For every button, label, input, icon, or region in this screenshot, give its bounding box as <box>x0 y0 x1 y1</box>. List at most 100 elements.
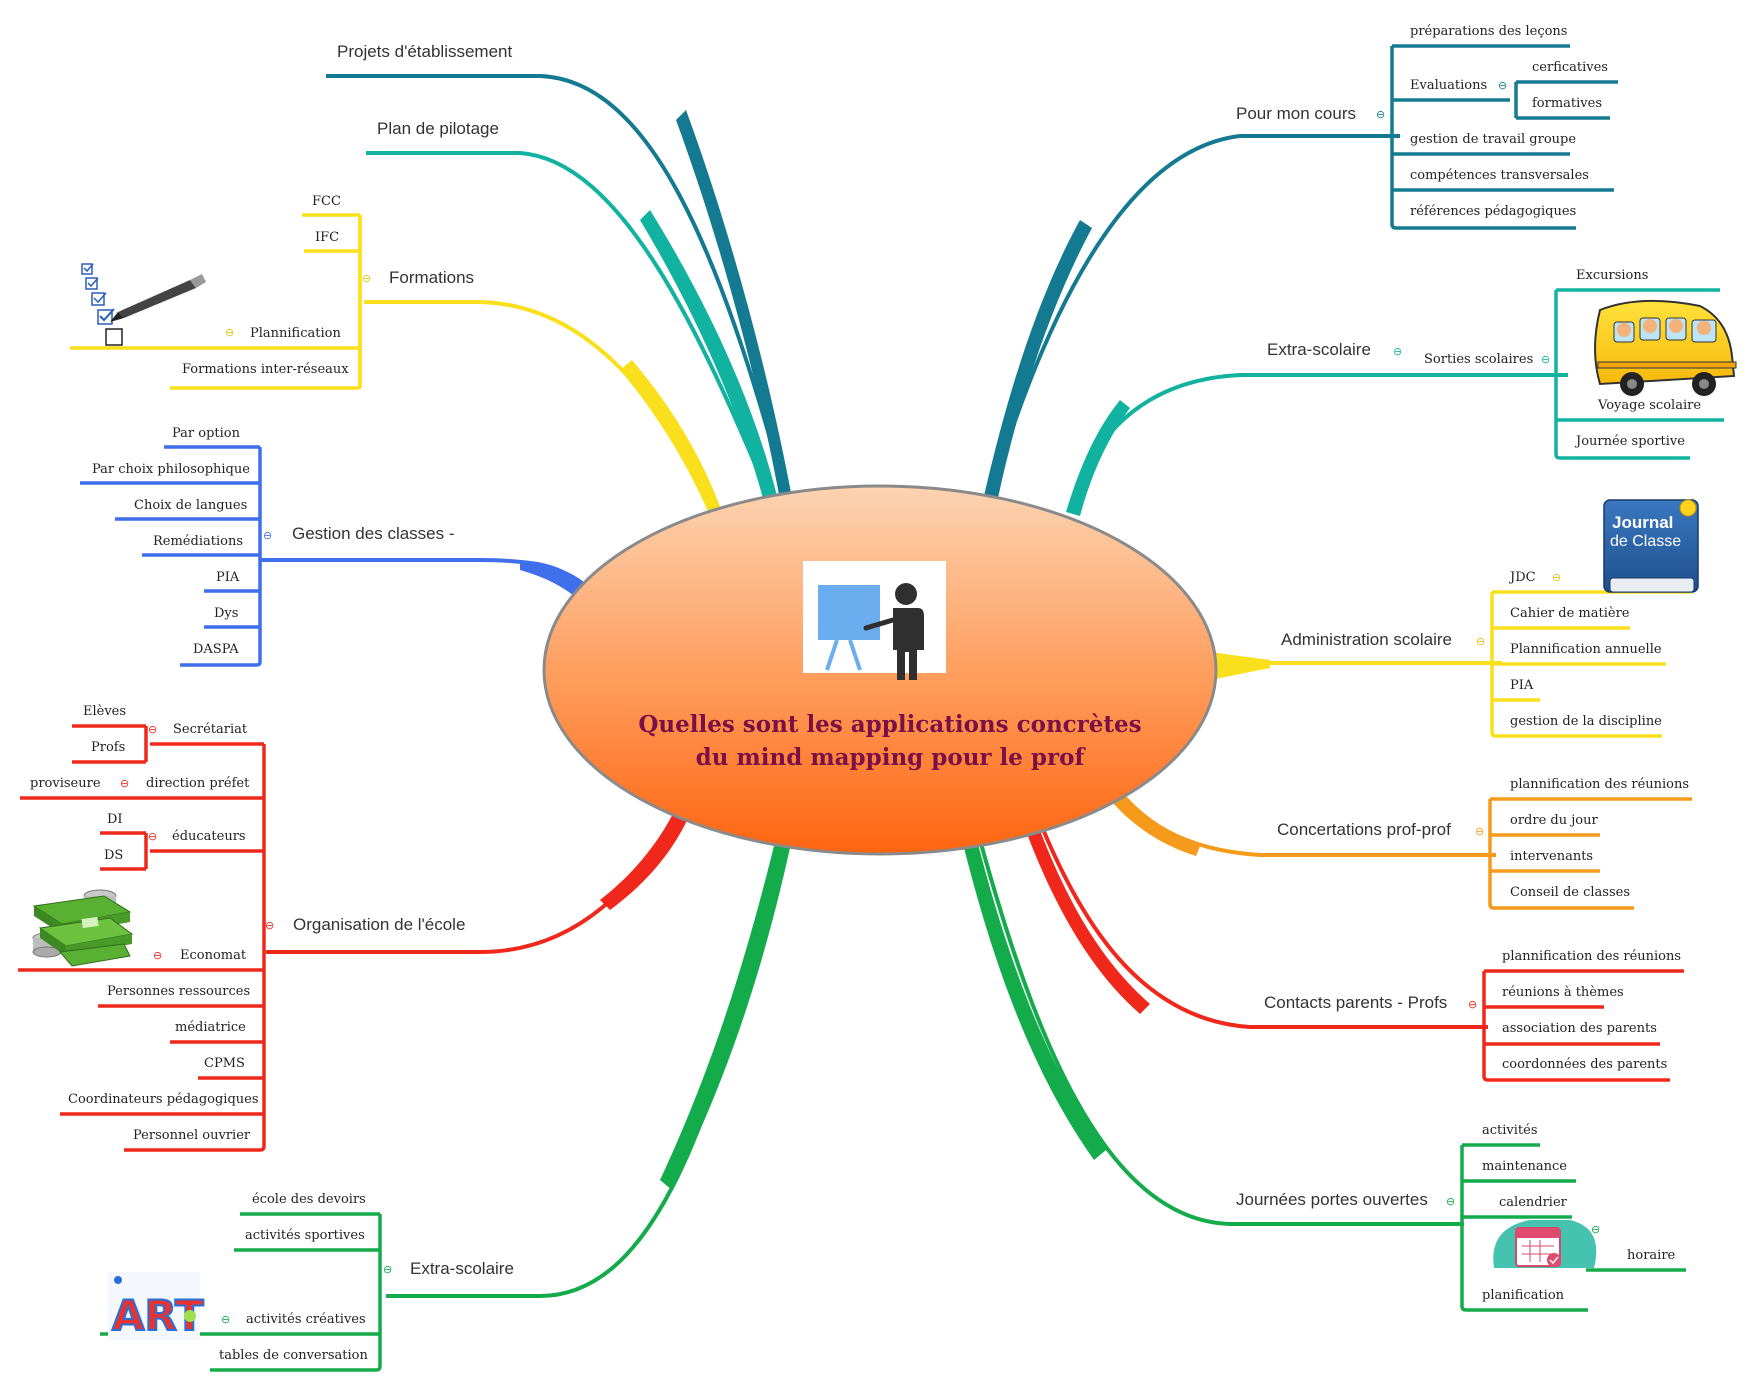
collapse-toggle-icon[interactable]: ⊖ <box>1552 571 1562 584</box>
branch-trunk-projets <box>676 110 792 500</box>
node-proviseure[interactable]: proviseure <box>30 776 101 791</box>
calendar-icon[interactable] <box>1493 1220 1597 1268</box>
collapse-toggle-icon[interactable]: ⊖ <box>1591 1223 1601 1236</box>
node-contacts-plannification[interactable]: plannification des réunions <box>1502 949 1682 964</box>
node-journee-sportive[interactable]: Journée sportive <box>1576 434 1685 449</box>
node-tables-de-conversation[interactable]: tables de conversation <box>219 1348 368 1363</box>
node-pia[interactable]: PIA <box>216 570 240 585</box>
collapse-toggle-icon[interactable]: ⊖ <box>221 1313 231 1326</box>
node-plannification-annuelle[interactable]: Plannification annuelle <box>1510 642 1662 657</box>
collapse-toggle-icon[interactable]: ⊖ <box>362 272 372 285</box>
node-remediations[interactable]: Remédiations <box>153 534 243 549</box>
node-intervenants[interactable]: intervenants <box>1510 849 1594 864</box>
branch-label-organisation[interactable]: Organisation de l'école <box>293 915 466 934</box>
node-ordre-du-jour[interactable]: ordre du jour <box>1510 813 1598 828</box>
node-gestion-de-travail-groupe[interactable]: gestion de travail groupe <box>1410 132 1577 147</box>
teacher-presentation-icon <box>803 561 946 680</box>
node-formations-inter-reseaux[interactable]: Formations inter-réseaux <box>182 362 349 377</box>
collapse-toggle-icon[interactable]: ⊖ <box>383 1263 393 1276</box>
node-gestion-de-la-discipline[interactable]: gestion de la discipline <box>1510 714 1662 729</box>
journal-de-classe-icon[interactable]: Journal de Classe <box>1603 499 1699 593</box>
collapse-toggle-icon[interactable]: ⊖ <box>1468 998 1478 1011</box>
node-evaluations[interactable]: Evaluations <box>1410 78 1488 93</box>
collapse-toggle-icon[interactable]: ⊖ <box>1498 79 1508 92</box>
node-direction-prefet[interactable]: direction préfet <box>146 776 250 791</box>
node-association-des-parents[interactable]: association des parents <box>1502 1021 1657 1036</box>
node-reunions-a-themes[interactable]: réunions à thèmes <box>1502 985 1624 1000</box>
node-activites-creatives[interactable]: activités créatives <box>246 1312 366 1327</box>
branch-label-journees[interactable]: Journées portes ouvertes <box>1236 1190 1428 1209</box>
branch-label-extra-left[interactable]: Extra-scolaire <box>410 1259 514 1278</box>
collapse-toggle-icon[interactable]: ⊖ <box>1393 345 1403 358</box>
central-topic-title[interactable]: Quelles sont les applications concrètes … <box>600 708 1180 774</box>
node-calendrier[interactable]: calendrier <box>1499 1195 1567 1210</box>
collapse-toggle-icon[interactable]: ⊖ <box>1541 353 1551 366</box>
node-educateurs[interactable]: éducateurs <box>172 829 246 844</box>
node-plannification[interactable]: Plannification <box>250 326 341 341</box>
node-horaire[interactable]: horaire <box>1627 1248 1676 1263</box>
journal-text-2: de Classe <box>1610 533 1681 550</box>
collapse-toggle-icon[interactable]: ⊖ <box>153 949 163 962</box>
node-cahier-de-matiere[interactable]: Cahier de matière <box>1510 606 1630 621</box>
node-cerficatives[interactable]: cerficatives <box>1532 60 1608 75</box>
node-economat[interactable]: Economat <box>180 948 247 963</box>
node-coordonnees-des-parents[interactable]: coordonnées des parents <box>1502 1057 1668 1072</box>
node-cpms[interactable]: CPMS <box>204 1056 245 1071</box>
branch-label-administration[interactable]: Administration scolaire <box>1281 630 1453 649</box>
branch-label-gestion[interactable]: Gestion des classes - <box>292 524 455 543</box>
collapse-toggle-icon[interactable]: ⊖ <box>120 777 130 790</box>
node-personnel-ouvrier[interactable]: Personnel ouvrier <box>133 1128 251 1143</box>
gestion-subtree <box>80 445 262 667</box>
node-plannification-des-reunions[interactable]: plannification des réunions <box>1510 777 1690 792</box>
collapse-toggle-icon[interactable]: ⊖ <box>225 326 235 339</box>
collapse-toggle-icon[interactable]: ⊖ <box>1475 825 1485 838</box>
node-ecole-des-devoirs[interactable]: école des devoirs <box>252 1192 366 1207</box>
node-mediatrice[interactable]: médiatrice <box>175 1020 246 1035</box>
branch-label-concertations[interactable]: Concertations prof-prof <box>1277 820 1451 839</box>
branch-label-pilotage[interactable]: Plan de pilotage <box>377 119 499 138</box>
branch-label-contacts[interactable]: Contacts parents - Profs <box>1264 993 1448 1012</box>
collapse-toggle-icon[interactable]: ⊖ <box>263 529 273 542</box>
central-title-line2: du mind mapping pour le prof <box>695 744 1085 771</box>
branch-trunk-formations <box>620 360 722 516</box>
node-sorties-scolaires[interactable]: Sorties scolaires <box>1424 352 1534 367</box>
collapse-toggle-icon[interactable]: ⊖ <box>1476 635 1486 648</box>
node-par-choix-philosophique[interactable]: Par choix philosophique <box>92 462 250 477</box>
node-preparations-des-lecons[interactable]: préparations des leçons <box>1410 24 1568 39</box>
node-activites-sportives[interactable]: activités sportives <box>245 1228 365 1243</box>
node-voyage-scolaire[interactable]: Voyage scolaire <box>1598 398 1702 413</box>
branch-label-projets[interactable]: Projets d'établissement <box>337 42 513 61</box>
branch-label-pour-mon-cours[interactable]: Pour mon cours <box>1236 104 1356 123</box>
node-conseil-de-classes[interactable]: Conseil de classes <box>1510 885 1631 900</box>
node-ds[interactable]: DS <box>104 848 124 863</box>
node-ifc[interactable]: IFC <box>315 230 340 245</box>
branch-label-extra-right[interactable]: Extra-scolaire <box>1267 340 1371 359</box>
node-formatives[interactable]: formatives <box>1532 96 1603 111</box>
node-personnes-ressources[interactable]: Personnes ressources <box>107 984 251 999</box>
node-secretariat[interactable]: Secrétariat <box>173 722 248 737</box>
collapse-toggle-icon[interactable]: ⊖ <box>265 919 275 932</box>
node-di[interactable]: DI <box>107 812 123 827</box>
node-jdc[interactable]: JDC <box>1510 570 1536 585</box>
collapse-toggle-icon[interactable]: ⊖ <box>1376 108 1386 121</box>
node-maintenance[interactable]: maintenance <box>1482 1159 1567 1174</box>
node-profs[interactable]: Profs <box>91 740 126 755</box>
node-planification[interactable]: planification <box>1482 1288 1565 1303</box>
node-fcc[interactable]: FCC <box>312 194 341 209</box>
node-pia-admin[interactable]: PIA <box>1510 678 1534 693</box>
node-choix-de-langues[interactable]: Choix de langues <box>134 498 248 513</box>
node-coordinateurs-pedagogiques[interactable]: Coordinateurs pédagogiques <box>68 1092 259 1107</box>
node-eleves[interactable]: Elèves <box>83 704 127 719</box>
art-text: ART <box>112 1291 204 1340</box>
collapse-toggle-icon[interactable]: ⊖ <box>1446 1195 1456 1208</box>
collapse-toggle-icon[interactable]: ⊖ <box>148 723 158 736</box>
branch-label-formations[interactable]: Formations <box>389 268 475 287</box>
node-references-pedagogiques[interactable]: références pédagogiques <box>1410 204 1577 219</box>
node-dys[interactable]: Dys <box>214 606 239 621</box>
node-par-option[interactable]: Par option <box>172 426 240 441</box>
collapse-toggle-icon[interactable]: ⊖ <box>148 830 158 843</box>
node-excursions[interactable]: Excursions <box>1576 268 1649 283</box>
node-daspa[interactable]: DASPA <box>193 642 239 657</box>
node-activites[interactable]: activités <box>1482 1123 1538 1138</box>
node-competences-transversales[interactable]: compétences transversales <box>1410 168 1589 183</box>
